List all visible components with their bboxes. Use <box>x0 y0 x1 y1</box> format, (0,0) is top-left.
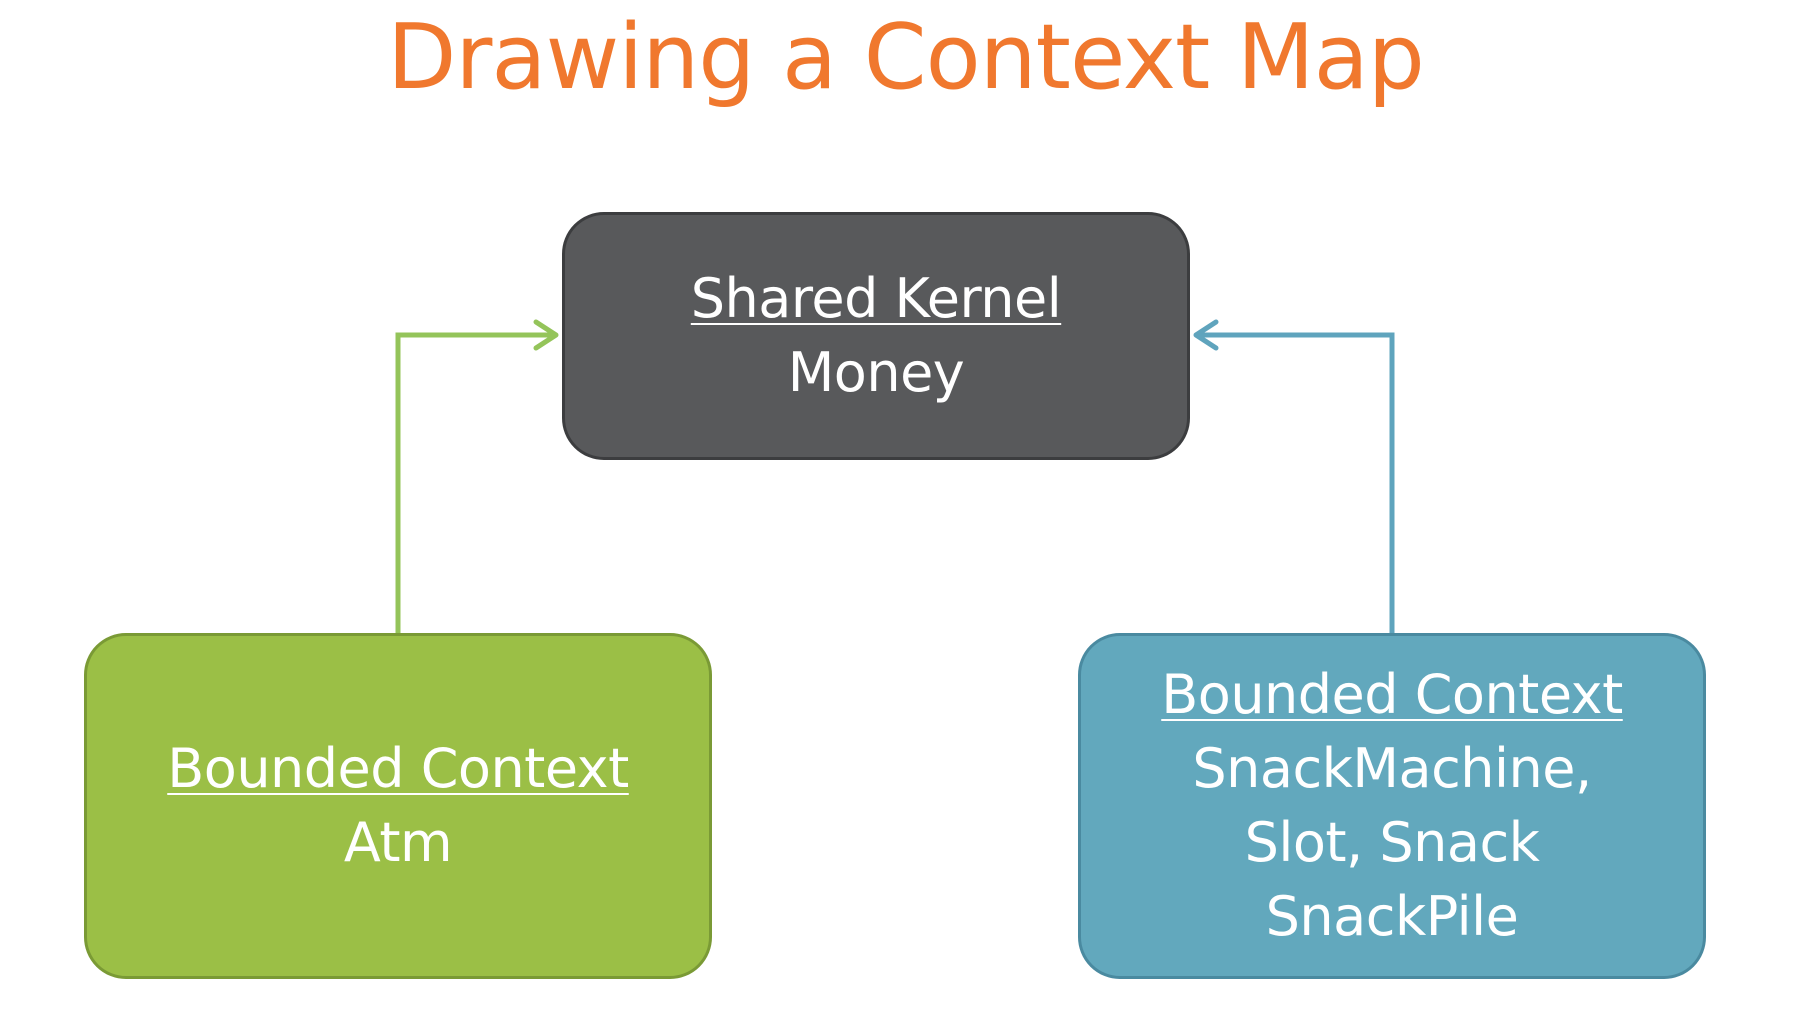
snack-line-1: SnackMachine, <box>1192 737 1592 800</box>
snack-heading: Bounded Context <box>1161 663 1623 726</box>
atm-line: Atm <box>343 811 453 874</box>
connector-atm-arrowhead <box>533 319 559 351</box>
connector-snack-arrowhead <box>1193 319 1219 351</box>
atm-heading: Bounded Context <box>167 737 629 800</box>
bounded-context-snack-node: Bounded Context SnackMachine, Slot, Snac… <box>1078 633 1706 979</box>
bounded-context-atm-node: Bounded Context Atm <box>84 633 712 979</box>
shared-kernel-heading: Shared Kernel <box>690 267 1062 330</box>
snack-line-3: SnackPile <box>1265 885 1519 948</box>
shared-kernel-line: Money <box>787 341 965 404</box>
connector-atm-to-kernel <box>395 319 559 633</box>
snack-line-2: Slot, Snack <box>1244 811 1540 874</box>
shared-kernel-node: Shared Kernel Money <box>562 212 1190 460</box>
connector-snack-line <box>1196 332 1395 633</box>
connector-atm-line <box>395 332 556 633</box>
page-title: Drawing a Context Map <box>387 5 1425 110</box>
connector-snack-to-kernel <box>1193 319 1395 633</box>
